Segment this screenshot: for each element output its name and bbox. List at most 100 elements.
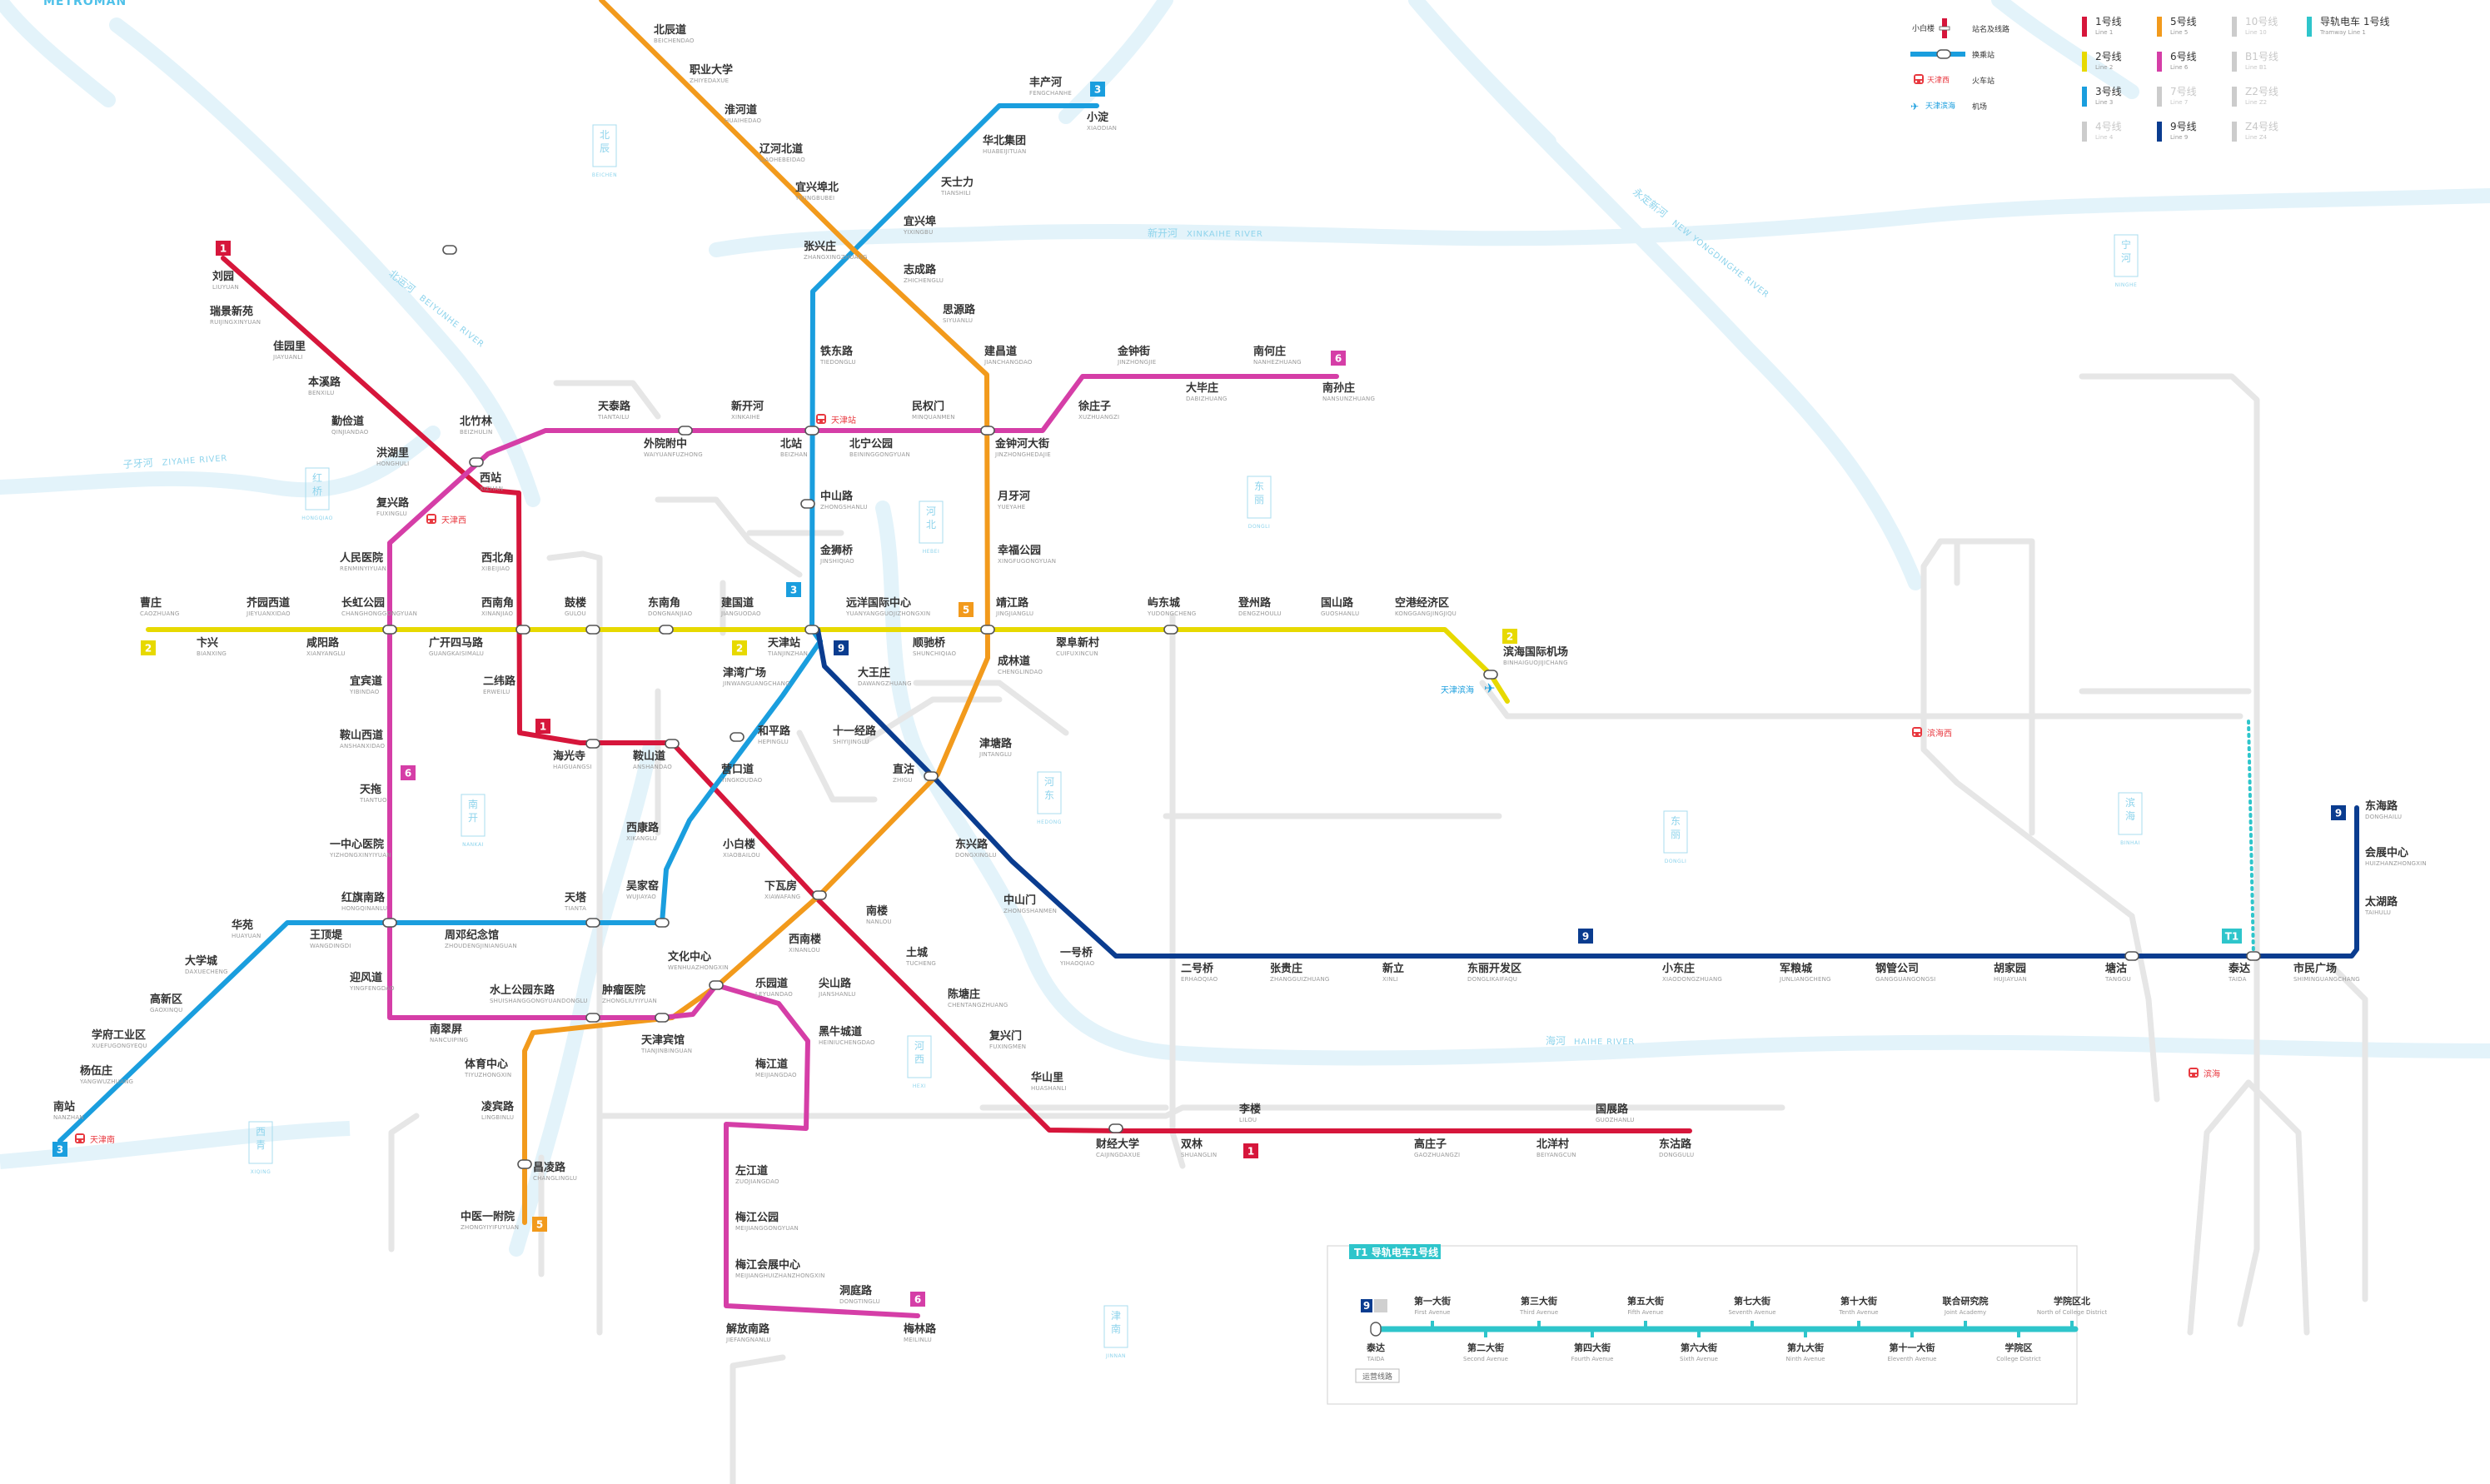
transfer-station[interactable] (585, 918, 600, 928)
rail-station[interactable]: 滨海西 (1912, 727, 1952, 739)
transfer-station[interactable] (678, 426, 693, 436)
rail-station[interactable]: 天津南 (75, 1133, 115, 1145)
transfer-station[interactable] (730, 732, 745, 742)
transfer-station[interactable] (585, 739, 600, 749)
rail-station[interactable]: 滨海 (2189, 1068, 2220, 1079)
transfer-station[interactable] (585, 1013, 600, 1023)
transfer-station[interactable] (585, 625, 600, 635)
transfer-station[interactable] (924, 771, 939, 781)
transfer-station[interactable] (804, 426, 819, 436)
transfer-station[interactable] (2124, 951, 2139, 961)
transfer-station[interactable] (1163, 625, 1178, 635)
transfer-station[interactable] (1108, 1123, 1123, 1133)
transfer-station[interactable] (709, 980, 724, 990)
transfer-station[interactable] (800, 499, 815, 509)
transfer-station[interactable] (469, 457, 484, 467)
transfer-station[interactable] (382, 625, 397, 635)
rail-station[interactable]: 天津站 (816, 414, 856, 426)
transfer-station[interactable] (655, 1013, 670, 1023)
transfer-station[interactable] (2246, 951, 2261, 961)
transfer-station[interactable] (1483, 670, 1498, 680)
